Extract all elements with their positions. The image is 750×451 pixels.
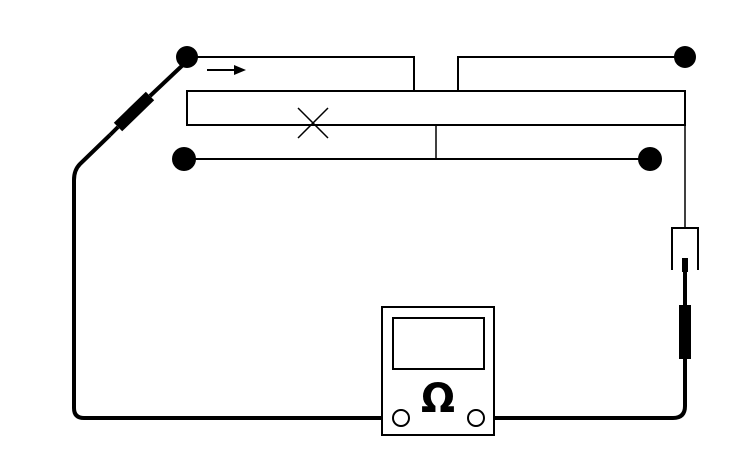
ohmmeter: Ω	[381, 306, 495, 436]
terminal-bottom-left	[172, 147, 196, 171]
terminal-top-left	[176, 46, 198, 68]
probe-right-connector	[671, 91, 699, 272]
meter-jack-right	[467, 409, 485, 427]
ohm-symbol: Ω	[421, 376, 455, 422]
wire-harness-middle	[186, 90, 686, 126]
wire-harness-top-right	[457, 56, 685, 92]
lead-wire-left	[72, 133, 392, 420]
terminal-top-right	[674, 46, 696, 68]
arrow-right-icon	[207, 65, 246, 75]
wire-harness-top-left	[187, 56, 415, 92]
probe-left	[108, 60, 188, 137]
terminal-bottom-right	[638, 147, 662, 171]
meter-jack-left	[392, 409, 410, 427]
lead-wire-right	[484, 359, 687, 420]
meter-display	[392, 317, 485, 370]
open-circuit-mark	[297, 107, 329, 139]
